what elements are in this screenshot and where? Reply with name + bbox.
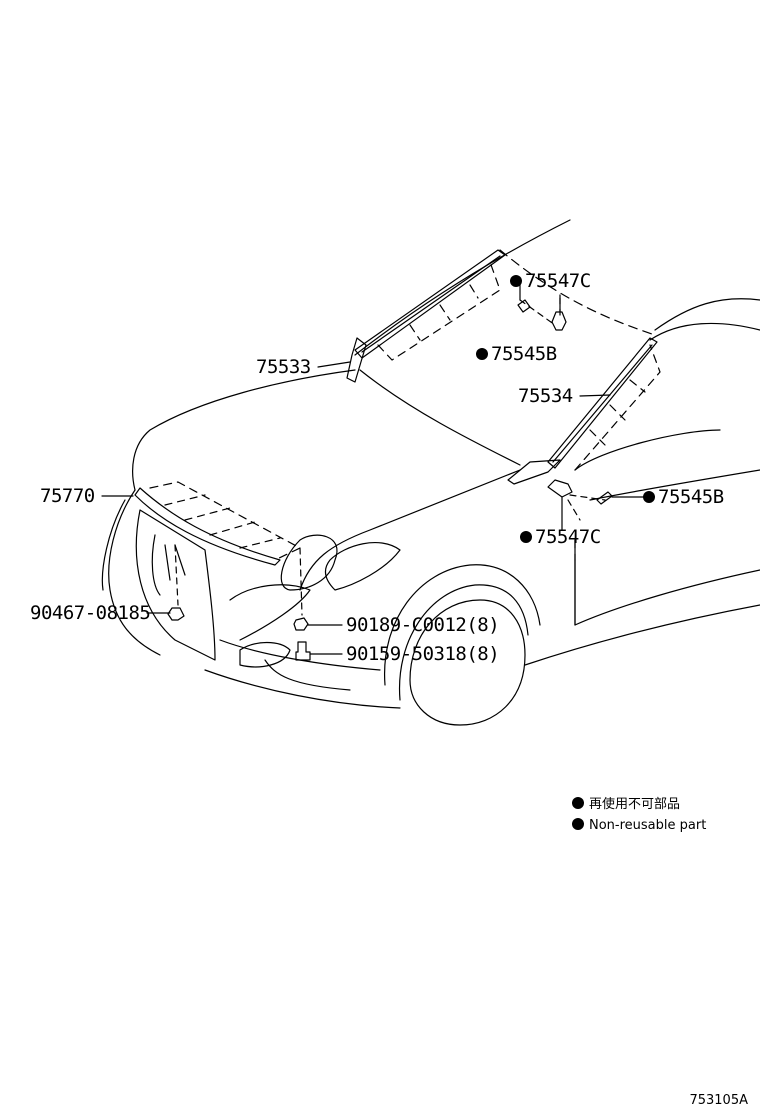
grille-outline <box>136 510 215 660</box>
front-left-edge2 <box>102 500 125 590</box>
roof-right-line <box>650 323 760 340</box>
molding-75534 <box>548 338 657 468</box>
part-label-75534: 75534 <box>518 385 573 407</box>
legend-dot-icon <box>572 818 584 830</box>
clip-75545B-right <box>597 492 612 504</box>
clip-75545B-top <box>518 300 530 312</box>
molding-75533-end <box>347 338 366 382</box>
leader-75534 <box>580 395 610 396</box>
molding-75533-dash <box>378 262 500 360</box>
bumper-upper <box>230 585 310 640</box>
clip-dash-right <box>568 495 605 520</box>
part-label-75547C-top: 75547C <box>510 270 591 292</box>
bolt-dash-center <box>300 548 302 615</box>
legend-jp: 再使用不可部品 <box>572 796 680 814</box>
part-label-90159: 90159-50318(8) <box>346 643 500 665</box>
wheel-arch <box>385 565 540 685</box>
molding-75533-inner <box>362 256 500 352</box>
garnish-75770-dash <box>150 482 300 560</box>
leader-75533 <box>318 362 350 367</box>
bumper-side <box>265 660 350 690</box>
part-label-75770: 75770 <box>40 485 95 507</box>
front-wheel <box>410 600 525 725</box>
non-reusable-dot-icon <box>510 275 522 287</box>
front-left-edge <box>109 490 160 655</box>
nut-90189 <box>294 618 308 630</box>
molding-75533 <box>355 250 505 358</box>
molding-75534-end <box>508 460 560 484</box>
hood-right-edge <box>300 470 520 590</box>
molding-75534-dash2 <box>590 380 645 445</box>
part-label-75547C-right: 75547C <box>520 526 601 548</box>
rocker-line <box>525 605 760 665</box>
molding-75533-dash2 <box>410 285 478 340</box>
bumper-bottom <box>205 670 400 708</box>
headlight <box>281 535 337 590</box>
door-front-line <box>575 430 720 470</box>
non-reusable-dot-icon <box>520 531 532 543</box>
windshield-bottom-line <box>360 370 520 465</box>
bolt-dash-left <box>175 545 178 605</box>
wheel-arch-inner <box>400 585 528 700</box>
roof-line <box>355 220 570 355</box>
clip-75547C-right <box>548 480 572 497</box>
molding-75534-inner <box>553 345 652 462</box>
bumper-lower <box>220 640 380 670</box>
legend-en: Non-reusable part <box>572 817 706 835</box>
door-bottom-line <box>575 560 760 625</box>
molding-75534-dash <box>575 345 660 470</box>
legend-dot-icon <box>572 797 584 809</box>
bolt-90159 <box>296 642 310 660</box>
fog-recess <box>240 643 290 667</box>
part-label-75545B-right: 75545B <box>643 486 724 508</box>
hood-outline <box>133 370 355 490</box>
clip-90467 <box>168 608 184 620</box>
grille-inner <box>152 535 185 595</box>
door-upper-line <box>590 470 760 500</box>
part-label-75545B-top: 75545B <box>476 343 557 365</box>
part-label-90467: 90467-08185 <box>30 602 151 624</box>
non-reusable-dot-icon <box>476 348 488 360</box>
non-reusable-dot-icon <box>643 491 655 503</box>
fender-line <box>325 543 400 590</box>
roof-rear-line <box>655 299 760 330</box>
clip-75547C-top <box>552 312 566 330</box>
garnish-75770 <box>135 488 280 565</box>
part-label-90189: 90189-C0012(8) <box>346 614 500 636</box>
diagram-id: 753105A <box>689 1093 748 1108</box>
part-label-75533: 75533 <box>256 356 311 378</box>
windshield-dash <box>500 250 655 335</box>
